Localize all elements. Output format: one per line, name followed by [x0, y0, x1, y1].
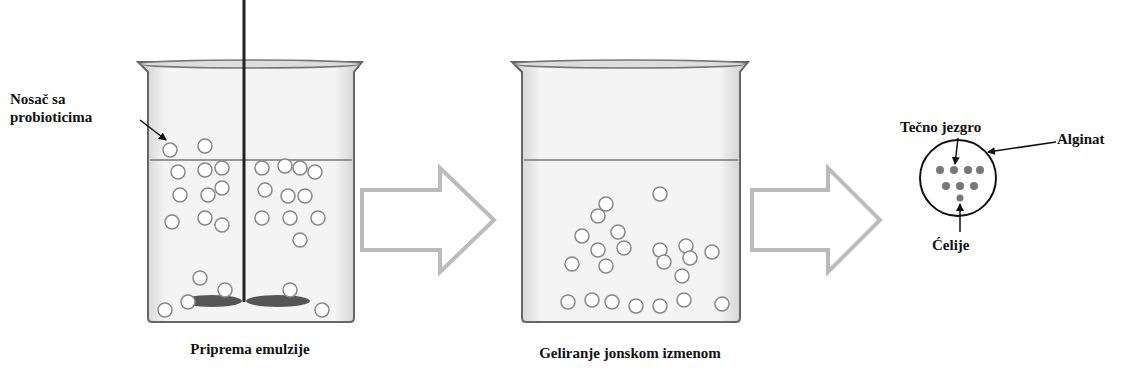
bead: [201, 188, 215, 202]
bead: [308, 165, 322, 179]
bead: [215, 161, 229, 175]
bead: [653, 187, 667, 201]
bead: [171, 165, 185, 179]
bead: [683, 251, 697, 265]
bead: [198, 163, 212, 177]
bead: [281, 189, 295, 203]
bead: [653, 299, 667, 313]
bead: [315, 303, 329, 317]
bead: [599, 259, 613, 273]
block-arrow: [752, 168, 880, 272]
bead: [255, 211, 269, 225]
bead: [283, 211, 297, 225]
leader-arrow: [140, 120, 166, 140]
bead: [591, 209, 605, 223]
carrier-label: Nosač sa probioticima: [10, 90, 140, 126]
bead: [255, 161, 269, 175]
bead: [298, 189, 312, 203]
bead: [158, 303, 172, 317]
bead: [311, 211, 325, 225]
bead: [278, 159, 292, 173]
leader-arrow: [988, 142, 1056, 152]
stirrer: [182, 0, 310, 307]
part-label: Tečno jezgro: [900, 118, 1020, 136]
bead: [163, 143, 177, 157]
bead: [575, 229, 589, 243]
bead: [198, 139, 212, 153]
bead: [218, 283, 232, 297]
bead: [561, 295, 575, 309]
bead: [293, 161, 307, 175]
bead: [193, 271, 207, 285]
bead: [165, 215, 179, 229]
bead: [215, 218, 229, 232]
bead: [293, 233, 307, 247]
step-label: Priprema emulzije: [150, 340, 350, 358]
bead: [565, 257, 579, 271]
bead: [617, 241, 631, 255]
bead: [657, 255, 671, 269]
bead: [611, 225, 625, 239]
bead: [198, 211, 212, 225]
bead: [258, 183, 272, 197]
bead: [173, 188, 187, 202]
beaker: [512, 60, 748, 322]
leader-arrow: [955, 138, 958, 164]
leader-arrow: [959, 204, 961, 232]
bead: [215, 181, 229, 195]
bead: [629, 299, 643, 313]
bead: [677, 293, 691, 307]
step-label: Geliranje jonskom izmenom: [500, 344, 760, 362]
block-arrow: [362, 168, 494, 272]
part-label: Alginat: [1057, 130, 1121, 148]
bead: [675, 269, 689, 283]
bead: [591, 243, 605, 257]
bead: [605, 295, 619, 309]
capsule: [920, 140, 996, 216]
beads: [158, 139, 729, 317]
bead: [715, 297, 729, 311]
beaker: [138, 60, 362, 322]
bead: [283, 283, 297, 297]
bead: [585, 293, 599, 307]
part-label: Ćelije: [932, 236, 1012, 254]
bead: [705, 245, 719, 259]
bead: [181, 295, 195, 309]
